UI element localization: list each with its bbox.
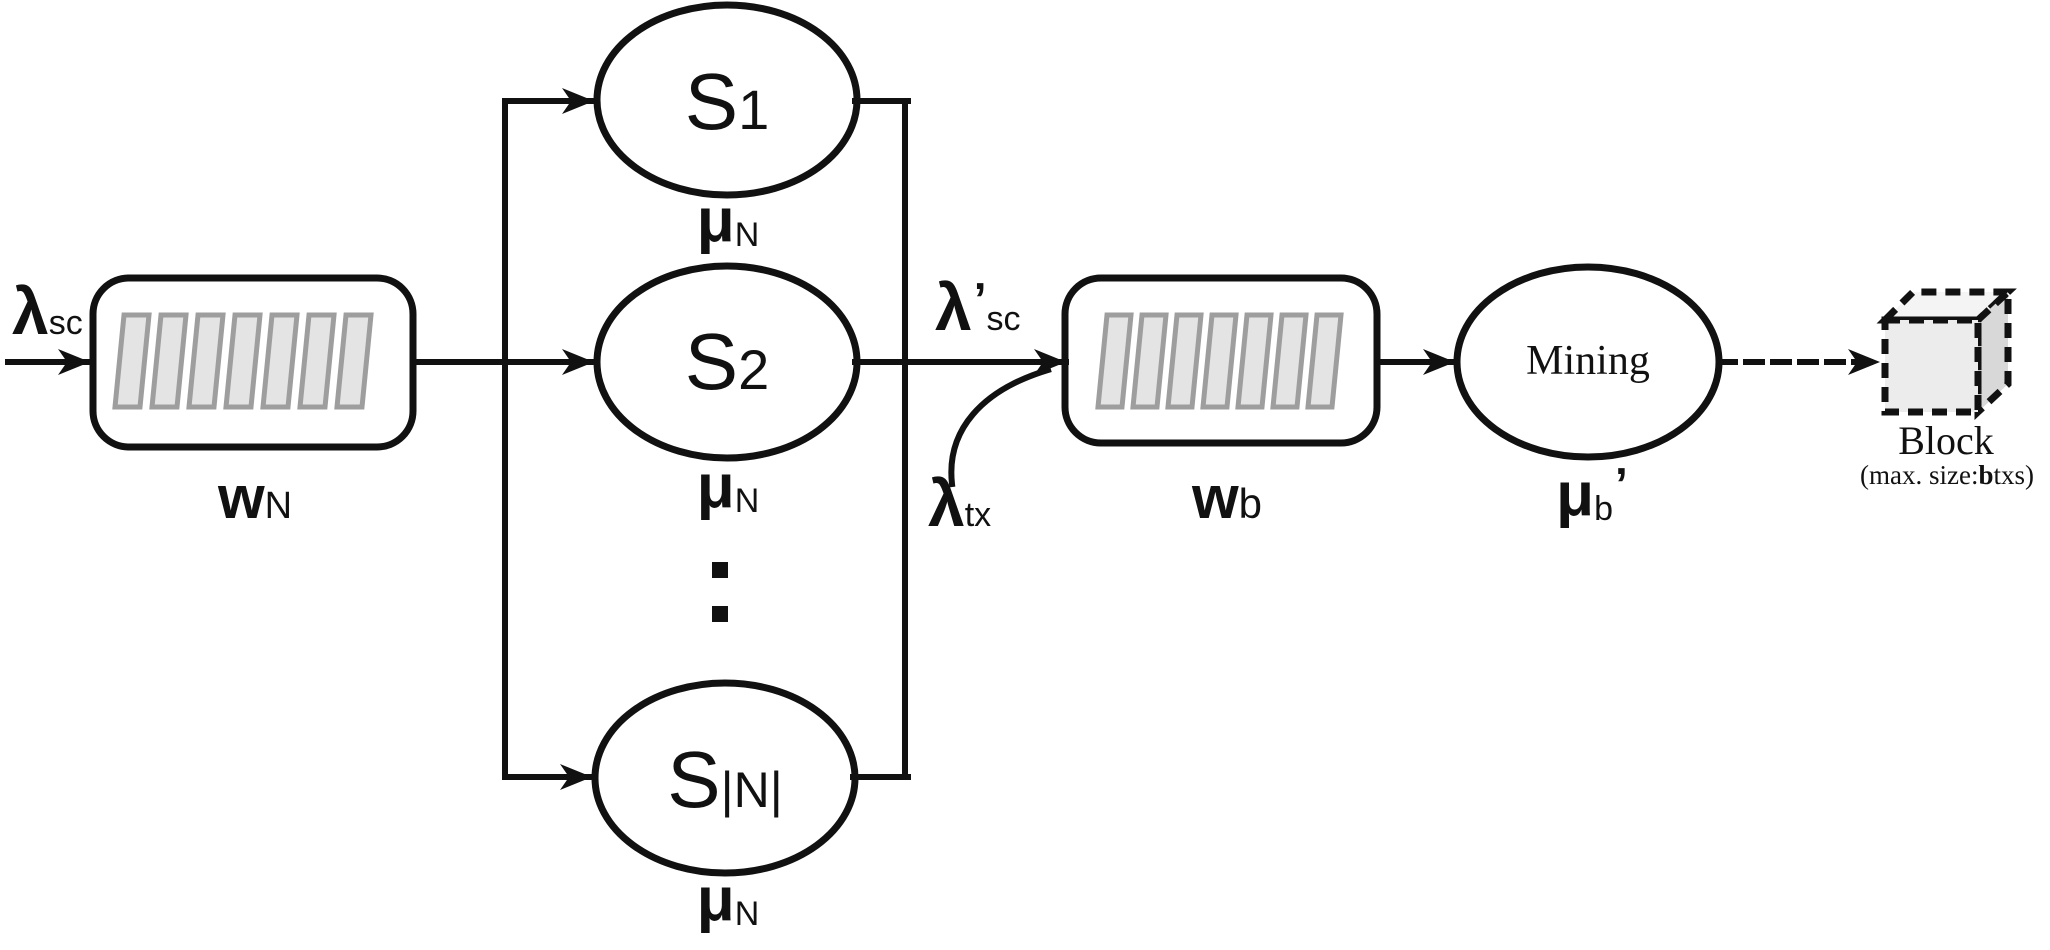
queue-slot (1130, 312, 1169, 410)
server-sn-label: S|N| (667, 735, 783, 824)
tx-curve-arrow (948, 366, 1052, 488)
queue-slot (223, 312, 263, 410)
cube-front-face (1881, 316, 1982, 416)
queue-slot (1235, 312, 1274, 410)
queue-b-slots (1095, 312, 1344, 410)
queue-slot (1200, 312, 1239, 410)
queue-slot (1305, 312, 1344, 410)
block-note: (max. size: b txs) (1860, 460, 2034, 490)
lambda-sc-out-label: λ’sc (935, 270, 1021, 344)
queue-slot (1270, 312, 1309, 410)
vertical-dots (712, 562, 728, 622)
queue-slot (334, 312, 374, 410)
dot (712, 606, 728, 622)
queue-slot (112, 312, 152, 410)
queue-slot (1095, 312, 1134, 410)
block-cube (1876, 283, 2017, 421)
mining-label: Mining (1526, 338, 1650, 384)
block-title: Block (1898, 418, 1994, 463)
queue-slot (186, 312, 226, 410)
queue-slot (149, 312, 189, 410)
queue-slot (260, 312, 300, 410)
queue-slot (1165, 312, 1204, 410)
dot (712, 562, 728, 578)
queue-n-slots (112, 312, 374, 410)
queue-slot (297, 312, 337, 410)
